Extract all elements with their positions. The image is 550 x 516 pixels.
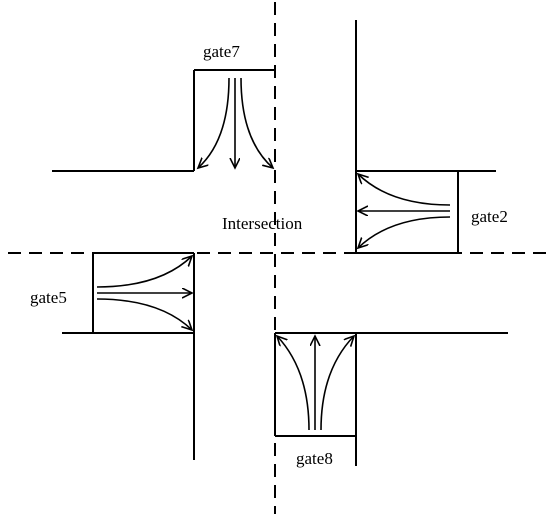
gate5-group: gate5 <box>30 252 194 333</box>
gate5-right-turn-arrow <box>96 298 192 330</box>
gate7-right-turn-arrow <box>198 77 230 168</box>
gate5-left-turn-arrow <box>96 256 192 288</box>
gate8-right-turn-arrow <box>320 336 354 431</box>
gate7-left-turn-arrow <box>240 77 273 168</box>
curb-bottom-left <box>62 253 195 460</box>
curb-top-right <box>355 20 496 253</box>
gate8-left-turn-arrow <box>277 336 310 431</box>
gate8-label: gate8 <box>296 449 333 468</box>
gate2-right-turn-arrow <box>358 174 451 206</box>
gate2-label: gate2 <box>471 207 508 226</box>
gate7-label: gate7 <box>203 42 240 61</box>
gate5-label: gate5 <box>30 288 67 307</box>
curb-top-left <box>52 70 195 172</box>
gate7-group: gate7 <box>193 42 275 171</box>
gate2-left-turn-arrow <box>358 216 451 248</box>
gate2-group: gate2 <box>356 171 508 254</box>
curb-bottom-right <box>275 332 508 466</box>
gate8-group: gate8 <box>274 333 356 468</box>
intersection-label: Intersection <box>222 214 303 233</box>
